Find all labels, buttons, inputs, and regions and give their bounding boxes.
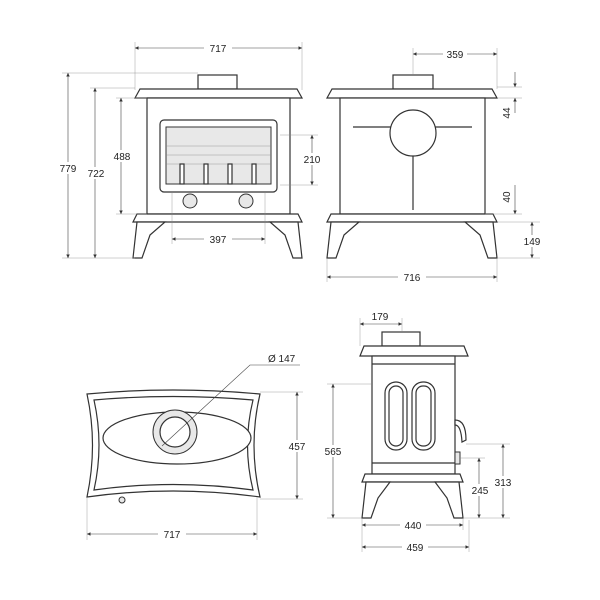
dim-door-height: 210 bbox=[304, 155, 321, 166]
dim-top-offset: 44 bbox=[502, 107, 513, 119]
dim-flue-diameter: Ø 147 bbox=[268, 354, 296, 365]
air-control-left-icon bbox=[182, 193, 198, 209]
dim-leg-span: 440 bbox=[405, 521, 422, 532]
dim-top-depth: 457 bbox=[289, 442, 306, 453]
back-view bbox=[325, 74, 499, 259]
front-view bbox=[132, 74, 304, 259]
flue-outlet-circle bbox=[389, 109, 437, 157]
profile-view bbox=[359, 331, 469, 519]
dim-lower-outlet: 245 bbox=[472, 486, 489, 497]
dim-front-width: 717 bbox=[210, 44, 227, 55]
dim-profile-height: 565 bbox=[325, 447, 342, 458]
dim-back-width: 716 bbox=[404, 273, 421, 284]
dim-profile-flue-offset: 179 bbox=[372, 312, 389, 323]
dim-top-height: 722 bbox=[88, 169, 105, 180]
dim-leg-height: 149 bbox=[524, 237, 541, 248]
dim-upper-outlet: 313 bbox=[495, 478, 512, 489]
air-control-right-icon bbox=[238, 193, 254, 209]
back-dimensions: 359 44 40 149 716 bbox=[326, 48, 546, 284]
dim-total-height: 779 bbox=[60, 164, 77, 175]
dim-bottom-offset: 40 bbox=[502, 191, 513, 203]
top-view bbox=[86, 364, 300, 504]
dim-flue-offset: 359 bbox=[447, 50, 464, 61]
dim-profile-depth: 459 bbox=[407, 543, 424, 554]
profile-dimensions: 179 565 245 313 440 459 bbox=[321, 312, 515, 554]
top-dimensions: Ø 147 457 717 bbox=[86, 354, 309, 541]
dim-door-width: 397 bbox=[210, 235, 227, 246]
dim-body-height: 488 bbox=[114, 152, 131, 163]
front-dimensions: 717 779 722 488 210 397 bbox=[56, 42, 324, 259]
dim-top-width: 717 bbox=[164, 530, 181, 541]
